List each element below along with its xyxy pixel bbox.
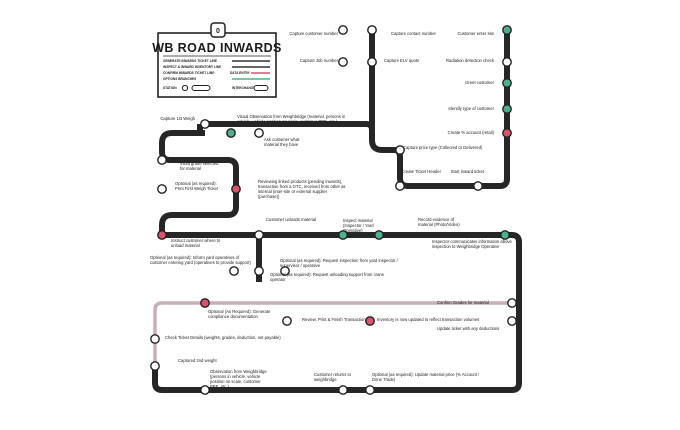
station-label: Inventory is now updated to reflect tran… [377, 317, 479, 322]
station-label: Greet customer [465, 80, 494, 85]
station-label: Radiation detection check [446, 58, 495, 63]
station-label: Capture contact number [391, 31, 437, 36]
station-marker [502, 25, 512, 35]
station-marker [150, 334, 160, 344]
station-label: Update ticket with any deductions [437, 326, 499, 331]
legend-row-note: DATA ENTRY [230, 71, 251, 75]
station-marker [157, 230, 167, 240]
station-labels: Capture customer number Capture contact n… [150, 31, 513, 389]
station-marker [338, 25, 348, 35]
station-marker [502, 104, 512, 114]
station-label: Inspector communicates information above… [432, 239, 513, 249]
station-marker [200, 119, 210, 129]
stations [150, 25, 517, 395]
legend-row-label: INSPECT & INWARD INVENTORY LINE [163, 65, 221, 69]
station-label: Optional (as required): Request inspecti… [280, 258, 399, 268]
legend-station-label: STATION [163, 86, 177, 90]
station-marker [200, 298, 210, 308]
station-marker [374, 230, 384, 240]
legend-row-label: OPTIONS BRANCHES [163, 77, 196, 81]
station-marker [502, 128, 512, 138]
station-label: Reviewing linked products (pending inwar… [258, 179, 346, 199]
station-label: Review, Print & Finish Transaction [302, 317, 366, 322]
station-marker [338, 230, 348, 240]
station-marker [338, 385, 348, 395]
legend-pill-icon [191, 85, 211, 91]
legend: 0 WB ROAD INWARDS GENERATE INWARDS TICKE… [152, 22, 282, 98]
station-label: Capture price type (Collected or Deliver… [403, 145, 483, 150]
station-marker [280, 266, 290, 276]
legend-badge [210, 22, 226, 38]
station-label: Check Ticket Details (weights, grades, d… [165, 335, 281, 340]
station-marker [507, 316, 517, 326]
station-marker [338, 57, 348, 67]
station-label: Optional (as required): Request unloadin… [270, 272, 385, 282]
station-label: Capture customer number [289, 31, 338, 36]
station-marker [365, 316, 375, 326]
station-marker [200, 385, 210, 395]
route-line [478, 30, 510, 189]
station-marker [500, 230, 510, 240]
station-label: Capture Job number [300, 58, 339, 63]
station-marker [473, 181, 483, 191]
station-marker [229, 266, 239, 276]
station-marker [254, 128, 264, 138]
station-label: Start inward ticket [451, 169, 485, 174]
station-marker [367, 25, 377, 35]
legend-row-label: CONFIRM INWARDS TICKET LINE [163, 71, 214, 75]
station-marker [367, 57, 377, 67]
legend-badge-text: 0 [216, 28, 220, 35]
route-line [342, 121, 375, 133]
station-label: Create % account (retail) [448, 130, 495, 135]
station-marker [157, 184, 167, 194]
station-marker [365, 385, 375, 395]
station-marker [502, 57, 512, 67]
station-label: Visual Observation from Weighbridge (mat… [237, 114, 346, 124]
station-marker [150, 361, 160, 371]
route-line [159, 130, 239, 234]
station-label: Optional (as required): Update material … [372, 372, 480, 382]
legend-station-icon [181, 84, 189, 92]
station-marker [226, 128, 236, 138]
legend-interchange-label: INTERCHANGE [232, 86, 255, 90]
station-marker [254, 266, 264, 276]
station-marker [507, 298, 517, 308]
station-label: Identify type of customer [448, 106, 494, 111]
station-label: Capture 1st Weigh [160, 116, 195, 121]
station-label: Customer unloads material [266, 217, 316, 222]
station-label: Captured 2nd weight [178, 358, 217, 363]
station-label: Observation from Weighbridge(persons in … [210, 369, 267, 389]
station-label: Customer enter site [457, 31, 494, 36]
station-marker [502, 78, 512, 88]
station-label: Optional (as required): Inform yard oper… [150, 255, 251, 265]
station-marker [157, 155, 167, 165]
station-marker [231, 184, 241, 194]
station-label: Create Ticket Header [401, 169, 441, 174]
station-marker [254, 230, 264, 240]
station-label: Optional (as required):Print First Weigh… [175, 181, 219, 191]
station-marker [395, 181, 405, 191]
legend-interchange-icon [253, 85, 269, 91]
station-marker [395, 145, 405, 155]
station-marker [282, 316, 292, 326]
optional-line [153, 301, 512, 366]
legend-row-label: GENERATE INWARDS TICKET LINE [163, 59, 217, 63]
route-line [197, 124, 205, 136]
legend-title: WB ROAD INWARDS [152, 41, 282, 55]
station-label: Capture ELV quote [384, 58, 420, 63]
route-line [152, 232, 522, 393]
station-label: Confirm Grades for material [437, 300, 489, 305]
